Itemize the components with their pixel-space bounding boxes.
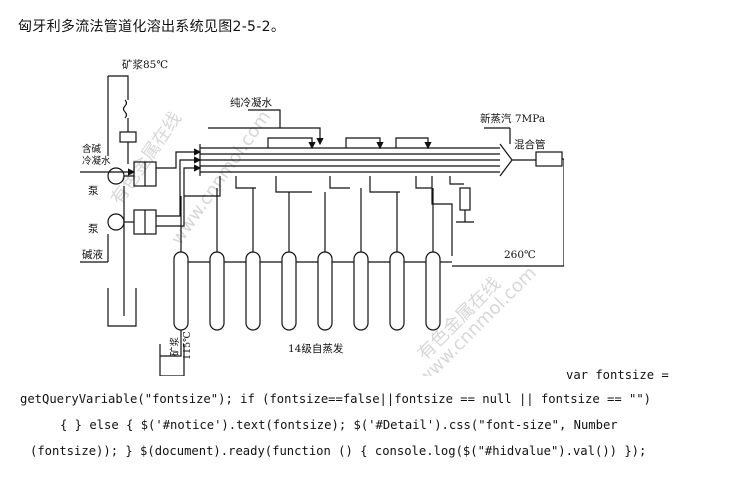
watermark-layer: 有色金属在线 www.cnnmol.com 有色金属在线 www.cnnmol.…: [107, 107, 541, 376]
watermark-text: www.cnnmol.com: [414, 262, 541, 376]
label-pump-2: 泵: [88, 223, 99, 235]
valve: [119, 131, 137, 143]
code-line: { } else { $('#notice').text(fontsize); …: [60, 418, 618, 432]
label-pump-1: 泵: [88, 185, 99, 197]
return-line: [452, 158, 564, 267]
watermark-text: 有色金属在线: [107, 108, 186, 209]
code-line: (fontsize)); } $(document).ready(functio…: [30, 444, 647, 458]
label-mixing-pipe: 混合管: [514, 138, 546, 151]
code-line: var fontsize =: [566, 368, 669, 382]
label-alkali-condensate: 含碱: [82, 143, 102, 155]
heater-coil: [122, 99, 128, 119]
process-diagram-svg: 有色金属在线 www.cnnmol.com 有色金属在线 www.cnnmol.…: [80, 58, 564, 376]
process-diagram: 有色金属在线 www.cnnmol.com 有色金属在线 www.cnnmol.…: [80, 56, 564, 376]
separator: [459, 187, 471, 211]
label-fresh-steam: 新蒸汽 7MPa: [480, 112, 545, 125]
flash-vessel: [389, 251, 405, 331]
label-ore-slurry-out: 矿浆: [169, 336, 181, 356]
flash-vessel: [281, 251, 297, 331]
product-tank: [159, 344, 185, 376]
label-alkali-condensate: 冷凝水: [82, 155, 111, 167]
flash-vessel: [353, 251, 369, 331]
label-pure-condensate: 纯冷凝水: [230, 96, 272, 109]
flash-vessel: [209, 251, 225, 331]
code-line: getQueryVariable("fontsize"); if (fontsi…: [20, 392, 652, 406]
label-ore-slurry-in: 矿浆85℃: [122, 58, 168, 71]
lye-tank: [107, 288, 137, 327]
label-flash-stages: 14级自蒸发: [288, 342, 344, 355]
page-heading: 匈牙利多流法管道化溶出系统见图2-5-2。: [18, 19, 286, 35]
label-ore-slurry-out-temp: 115℃: [182, 331, 193, 360]
flash-vessel: [245, 251, 261, 331]
mixing-pipe: [535, 151, 563, 167]
label-lye: 碱液: [82, 248, 103, 261]
pump-2: [107, 213, 125, 231]
flash-vessel: [317, 251, 333, 331]
flash-vessel: [173, 251, 189, 331]
flash-vessel: [425, 251, 441, 331]
diagram-labels: 矿浆85℃ 纯冷凝水 新蒸汽 7MPa 混合管 含碱 冷凝水 泵 泵 碱液 26…: [82, 58, 546, 360]
feed-pipe: [108, 75, 129, 100]
label-temp-260: 260℃: [504, 249, 536, 261]
